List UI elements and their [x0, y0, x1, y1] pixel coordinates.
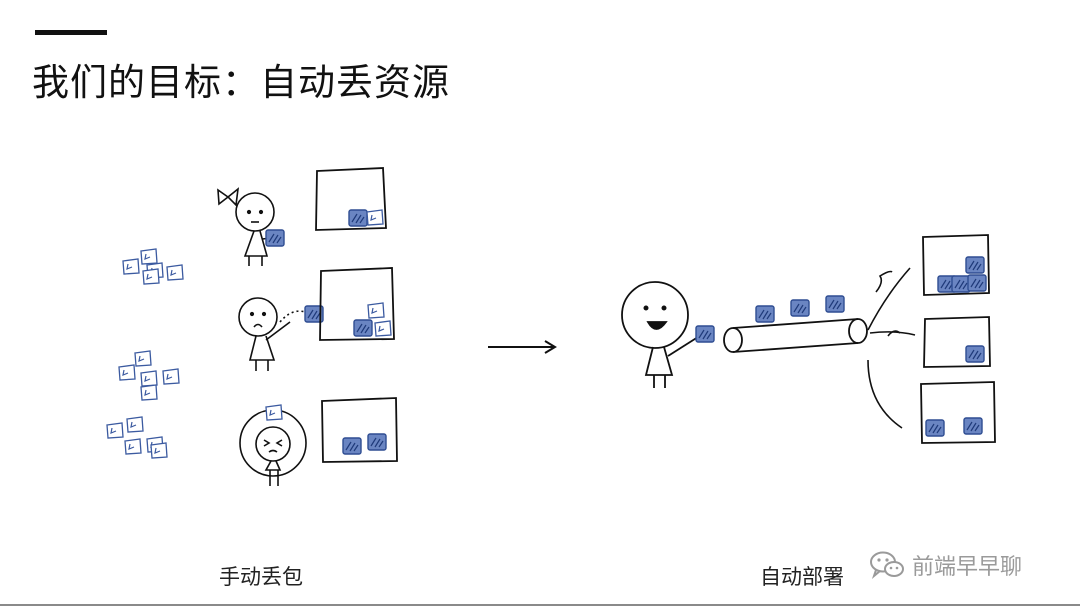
conveyor-belt — [723, 295, 868, 353]
person-with-bow — [217, 187, 285, 266]
target-server-3 — [920, 381, 996, 444]
right-arrow-icon — [488, 340, 557, 354]
bottom-divider — [0, 604, 1080, 606]
distribution-lines — [867, 267, 916, 429]
caption-manual-drop: 手动丢包 — [219, 565, 303, 589]
target-server-2 — [923, 316, 991, 368]
watermark-text: 前端早早聊 — [912, 555, 1023, 580]
slide-title: 我们的目标：自动丢资源 — [32, 61, 450, 104]
caption-auto-deploy: 自动部署 — [760, 565, 844, 589]
target-server-1 — [922, 234, 990, 296]
server-box-2 — [319, 267, 395, 341]
package-pile-top — [122, 248, 184, 285]
person-smiling — [621, 281, 715, 388]
title-accent-bar — [35, 30, 107, 35]
server-box-3 — [321, 397, 398, 463]
person-throwing — [238, 297, 324, 371]
package-pile-middle — [118, 350, 180, 401]
server-box-1 — [315, 167, 387, 231]
wechat-logo-icon — [870, 551, 904, 580]
package-pile-bottom — [106, 416, 168, 459]
watermark: 前端早早聊 — [868, 549, 1022, 581]
person-stressed — [239, 404, 307, 486]
